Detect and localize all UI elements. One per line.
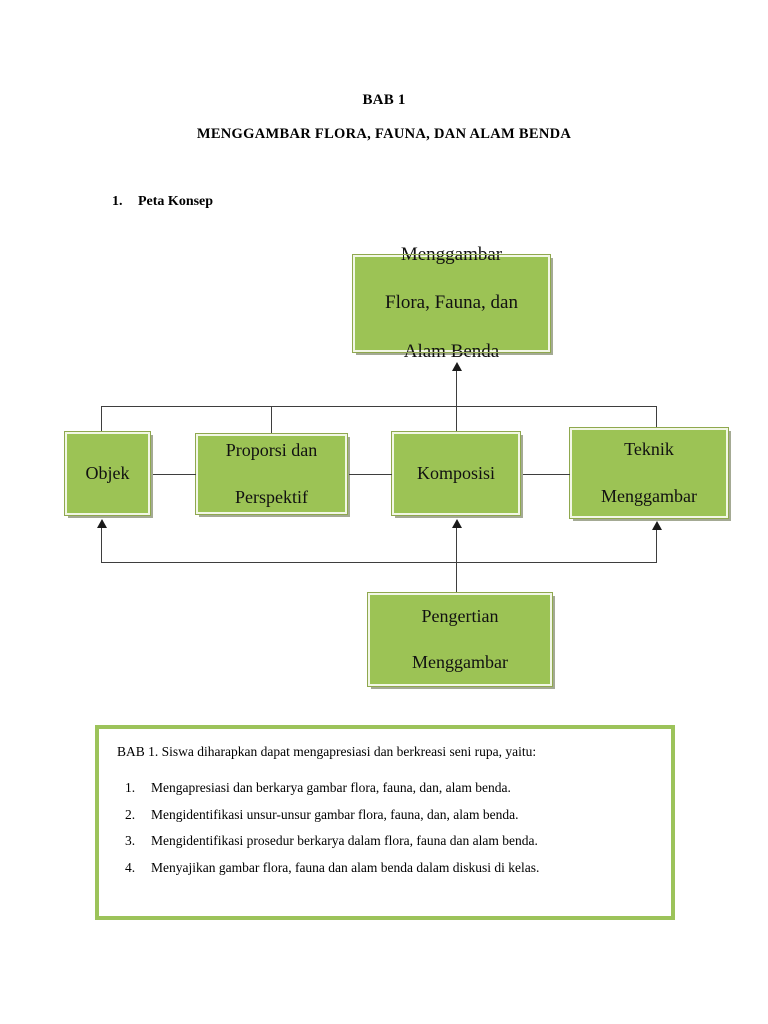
connector-komposisi-to-teknik (523, 474, 570, 475)
concept-node-menggambar-flora-fauna-alam-benda: Menggambar Flora, Fauna, dan Alam Benda (352, 244, 551, 362)
connector-upper-proporsi-drop (271, 406, 272, 435)
connector-objek-to-proporsi (153, 474, 196, 475)
outcomes-intro-text: BAB 1. Siswa diharapkan dapat mengapresi… (117, 744, 537, 759)
list-item-text: Menyajikan gambar flora, fauna dan alam … (151, 859, 540, 875)
concept-node-teknik-menggambar: Teknik Menggambar (569, 427, 729, 519)
list-item: 3. Mengidentifikasi prosedur berkarya dal… (125, 834, 665, 848)
outcomes-list: 1. Mengapresiasi dan berkarya gambar flor… (125, 781, 665, 887)
page-subtitle: MENGGAMBAR FLORA, FAUNA, DAN ALAM BENDA (196, 126, 572, 142)
concept-node-proporsi-dan-perspektif: Proporsi dan Perspektif (195, 433, 348, 515)
node-line-2: Flora, Fauna, dan (385, 292, 518, 314)
concept-node-pengertian-menggambar: Pengertian Menggambar (367, 592, 553, 687)
list-item: 1. Mengapresiasi dan berkarya gambar flor… (125, 781, 665, 795)
connector-upper-bracket-right-drop (656, 406, 657, 429)
connector-proporsi-to-komposisi (349, 474, 392, 475)
list-item-text: Mengidentifikasi unsur-unsur gambar flor… (151, 806, 519, 822)
list-item: 4. Menyajikan gambar flora, fauna dan ala… (125, 859, 665, 875)
connector-pengertian-to-lower-bracket (456, 562, 457, 593)
node-line-1: Pengertian (421, 605, 499, 626)
list-item-number: 4. (125, 859, 136, 875)
arrow-to-objek (97, 519, 107, 528)
node-line-1: Teknik (624, 439, 674, 460)
node-line-2: Menggambar (412, 652, 508, 673)
section-label: Peta Konsep (138, 194, 214, 209)
connector-upper-bracket-horizontal (101, 406, 657, 407)
connector-lower-bracket-horizontal (101, 562, 657, 563)
connector-vertical-to-top-node (456, 371, 457, 407)
connector-lower-komposisi-riser (456, 528, 457, 562)
node-line-1: Proporsi dan (225, 440, 318, 461)
connector-lower-objek-riser (101, 528, 102, 562)
arrow-to-teknik (652, 521, 662, 530)
concept-node-objek: Objek (64, 431, 151, 516)
node-line-2: Perspektif (235, 486, 308, 507)
learning-outcomes-box: BAB 1. Siswa diharapkan dapat mengapresi… (95, 725, 675, 920)
arrow-to-top-node (452, 362, 462, 371)
list-item-text: Mengapresiasi dan berkarya gambar flora,… (151, 780, 511, 795)
connector-upper-bracket-left-drop (101, 406, 102, 433)
section-heading: 1. Peta Konsep (112, 194, 213, 210)
node-line-1: Menggambar (400, 243, 503, 265)
connector-upper-komposisi-drop (456, 406, 457, 433)
concept-node-komposisi: Komposisi (391, 431, 521, 516)
list-item-number: 3. (125, 833, 136, 848)
section-number: 1. (112, 194, 123, 209)
list-item: 2. Mengidentifikasi unsur-unsur gambar fl… (125, 806, 665, 822)
node-line-3: Alam Benda (403, 340, 500, 362)
list-item-text: Mengidentifikasi prosedur berkarya dalam… (151, 833, 538, 848)
node-label-objek: Objek (85, 462, 130, 483)
node-label-komposisi: Komposisi (416, 462, 495, 483)
arrow-to-komposisi (452, 519, 462, 528)
list-item-number: 2. (125, 806, 136, 822)
page-title: BAB 1 (362, 92, 406, 108)
node-line-2: Menggambar (601, 485, 697, 506)
connector-lower-teknik-riser (656, 530, 657, 562)
list-item-number: 1. (125, 780, 136, 795)
